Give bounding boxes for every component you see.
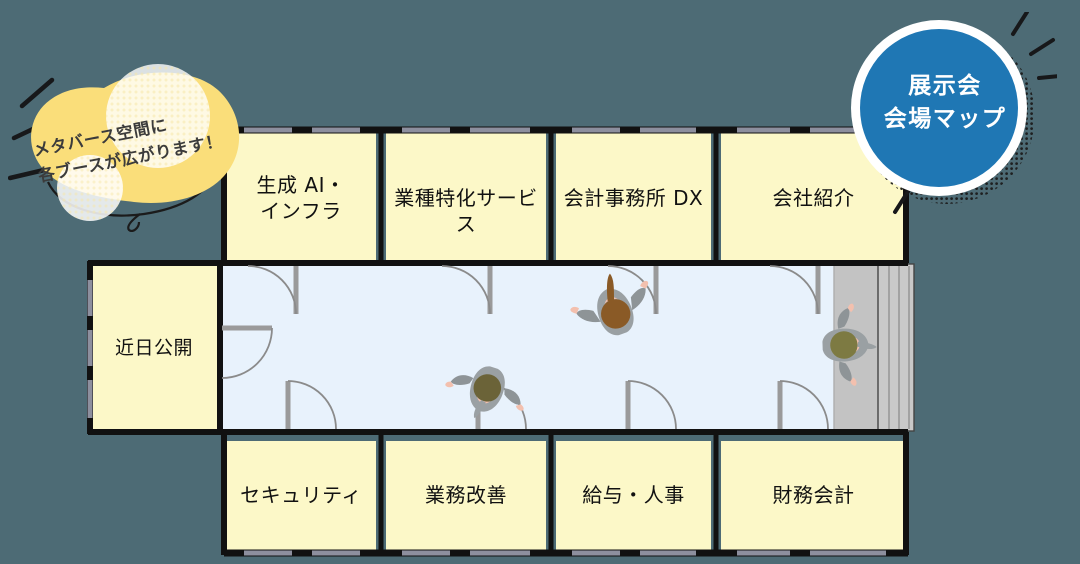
badge-sparkle-icon	[1011, 12, 1057, 80]
room-coming-soon-fill[interactable]	[90, 263, 218, 432]
windows	[87, 127, 886, 556]
avatar-stairs	[822, 303, 877, 386]
callout-svg	[8, 64, 240, 232]
callout-tail-curl	[127, 213, 141, 232]
room-payroll-hr-fill[interactable]	[556, 441, 711, 553]
room-gen-ai-fill[interactable]	[226, 130, 376, 263]
room-industry-service-fill[interactable]	[386, 130, 546, 263]
door-financial-accounting[interactable]	[777, 380, 829, 430]
room-financial-accounting-fill[interactable]	[721, 441, 906, 553]
room-accounting-dx-fill[interactable]	[556, 130, 711, 263]
corridor-fill	[218, 263, 906, 432]
metaverse-callout: メタバース空間に 各ブースが広がります！	[8, 42, 278, 232]
stairs-treads	[877, 263, 915, 432]
badge-svg	[851, 12, 1057, 214]
door-security[interactable]	[285, 380, 337, 430]
avatar-corridor-center-bottom	[445, 366, 524, 419]
venue-map-badge[interactable]: 展示会 会場マップ	[845, 12, 1057, 214]
badge-disc[interactable]	[860, 29, 1018, 187]
callout-highlight-2-dots	[57, 155, 123, 221]
callout-highlight-1-dots	[106, 64, 210, 168]
door-gen-ai[interactable]	[247, 265, 299, 315]
door-coming-soon[interactable]	[221, 325, 273, 379]
badge-text: 展示会 会場マップ	[883, 73, 1007, 132]
door-company-intro[interactable]	[769, 265, 821, 315]
room-security-fill[interactable]	[226, 441, 376, 553]
avatar-corridor-center-top	[570, 273, 649, 336]
room-ops-improvement-fill[interactable]	[386, 441, 546, 553]
door-industry-service[interactable]	[441, 265, 493, 315]
door-payroll-hr[interactable]	[625, 380, 677, 430]
door-accounting-dx[interactable]	[607, 265, 659, 315]
